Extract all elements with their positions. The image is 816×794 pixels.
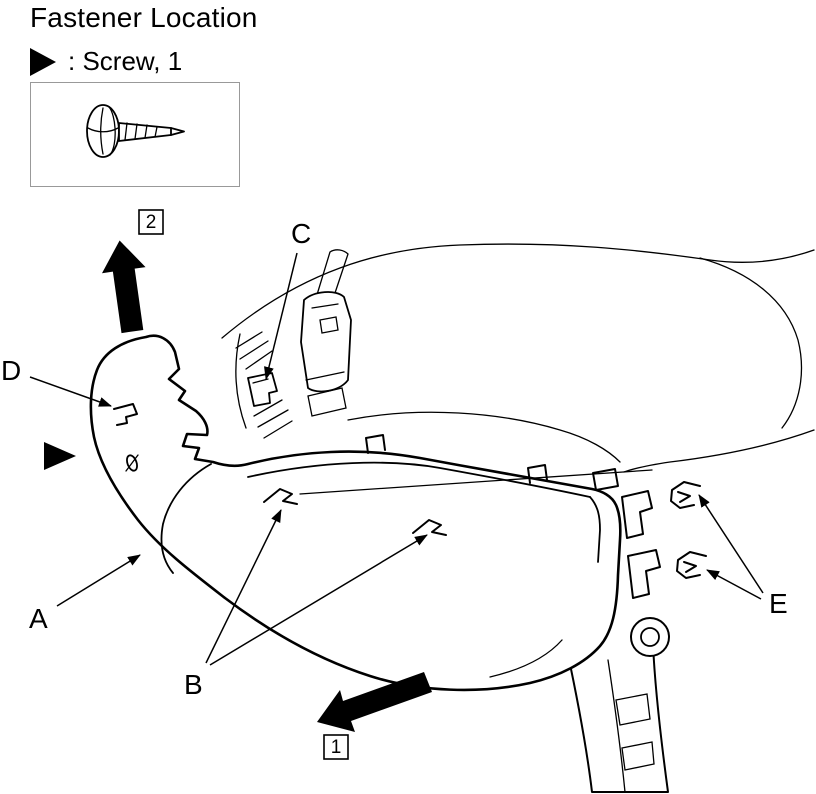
leader-c <box>264 252 298 380</box>
callout-b: B <box>184 669 203 700</box>
direction-arrow-1-icon <box>317 672 432 732</box>
legend: : Screw, 1 <box>30 46 182 77</box>
screw-location-glyph <box>125 454 139 472</box>
leader-b1 <box>205 509 282 664</box>
page-title: Fastener Location <box>30 2 258 33</box>
clip-b-right <box>412 519 447 536</box>
callout-e: E <box>769 588 788 619</box>
leader-lines <box>29 252 764 666</box>
callout-c: C <box>291 218 311 249</box>
lower-bracket-rail <box>566 643 669 793</box>
leader-d <box>29 376 112 407</box>
leader-b2 <box>209 534 428 666</box>
right-bracket <box>592 468 661 599</box>
mount-bolt-hole <box>630 617 670 657</box>
leader-a <box>56 554 141 607</box>
panel-inner-lines <box>160 461 601 678</box>
callout-d: D <box>1 355 21 386</box>
panel-top-tabs <box>365 434 548 484</box>
e-clip-lower <box>676 551 707 579</box>
step-1-box: 1 <box>323 734 349 760</box>
e-clip-upper <box>670 481 701 509</box>
screw-shank <box>118 122 185 142</box>
screw-marker-icon <box>30 47 56 76</box>
step-2-label: 2 <box>146 212 157 233</box>
leader-e2 <box>706 569 762 600</box>
clip-c <box>247 372 278 407</box>
callout-a: A <box>29 603 48 634</box>
step-2-box: 2 <box>138 209 164 235</box>
clip-b-left <box>263 488 298 505</box>
leader-e1 <box>698 494 764 594</box>
screw-pointer-triangle-icon <box>44 442 76 470</box>
legend-label: : Screw, 1 <box>68 46 183 76</box>
screw-illustration-box <box>30 82 240 187</box>
direction-arrow-2-icon <box>101 240 146 334</box>
seat-background-outline <box>221 243 815 473</box>
clip-d <box>113 403 138 426</box>
hatching <box>235 331 293 439</box>
cover-panel-outline <box>89 334 622 692</box>
screw-icon <box>86 104 185 158</box>
step-1-label: 1 <box>331 737 342 758</box>
cover-panel <box>89 334 622 692</box>
seatbelt-buckle <box>300 249 352 417</box>
panel-seam-line <box>299 469 653 495</box>
screw-head <box>86 104 120 158</box>
